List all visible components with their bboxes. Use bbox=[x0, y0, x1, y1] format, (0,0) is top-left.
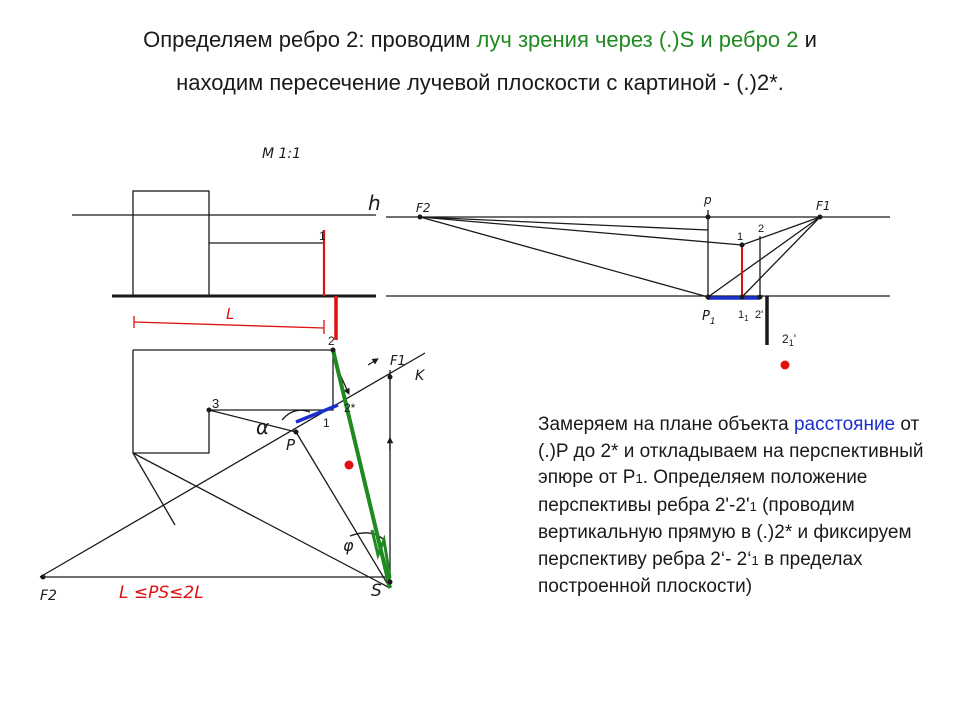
text-part-5: в пределах построенной плоскости) bbox=[538, 548, 863, 598]
explanation-text: Замеряем на плане объекта расстояние от … bbox=[538, 412, 948, 601]
elevation-low-block bbox=[209, 242, 325, 296]
ray-P-S bbox=[295, 431, 391, 589]
persp-F2-label: F2 bbox=[416, 201, 431, 215]
picture-plane-k bbox=[39, 352, 426, 578]
text-part-3: . Определяем положение перспективы ребра… bbox=[538, 467, 868, 516]
plan-view bbox=[39, 349, 426, 589]
ray-F2-P1 bbox=[419, 216, 709, 298]
ray-P1-F1 bbox=[707, 216, 821, 298]
ray-a bbox=[132, 452, 391, 589]
title-part-a: Определяем ребро 2: проводим bbox=[143, 27, 477, 52]
text-part-1: Замеряем на плане объекта bbox=[538, 414, 794, 435]
persp-label-1: 1 bbox=[737, 231, 743, 243]
point-S-label: S bbox=[371, 581, 382, 601]
text-sub-1: 1 bbox=[635, 471, 643, 486]
dimension-L bbox=[133, 316, 325, 334]
ray-1-F1 bbox=[741, 216, 821, 246]
horizon-label: h bbox=[368, 191, 381, 215]
point-F1-label: F1 bbox=[390, 354, 406, 369]
text-blue-word: расстояние bbox=[793, 414, 896, 435]
text-sub-2: 1 bbox=[749, 498, 757, 514]
persp-11-label: 11 bbox=[738, 309, 749, 323]
green-ray-tail bbox=[370, 529, 392, 579]
title-line-2: находим пересечение лучевой плоскости с … bbox=[176, 70, 784, 95]
angle-alpha-arc bbox=[281, 409, 311, 421]
text-sub-3: 1 bbox=[751, 552, 759, 568]
blue-distance-plan bbox=[295, 403, 339, 424]
ray-F2-1 bbox=[419, 216, 743, 246]
title-part-b: и bbox=[798, 27, 817, 52]
red-point-persp bbox=[780, 360, 790, 370]
title-line-1: Определяем ребро 2: проводим луч зрения … bbox=[0, 18, 960, 61]
distance-formula: L ≤PS≤2L bbox=[119, 583, 204, 603]
text-part-2: от (.)P до 2* и откладываем на перспекти… bbox=[538, 414, 924, 488]
slide-title: Определяем ребро 2: проводим луч зрения … bbox=[0, 18, 960, 104]
ray-11-F1 bbox=[741, 216, 821, 298]
elevation-view bbox=[72, 190, 376, 340]
title-green-phrase: луч зрения через (.)S и ребро 2 bbox=[476, 27, 799, 52]
perspective-view bbox=[386, 210, 890, 300]
plan-label-3: 3 bbox=[212, 396, 219, 411]
angle-alpha-label: α bbox=[256, 415, 269, 439]
dimension-L-label: L bbox=[226, 305, 234, 323]
angle-phi-label: φ bbox=[343, 536, 354, 555]
persp-P1-label: P1 bbox=[702, 309, 716, 327]
text-part-4: (проводим вертикальную прямую в (.)2* и … bbox=[538, 494, 912, 570]
point-P-label: P bbox=[286, 436, 296, 454]
red-point-plan bbox=[344, 460, 354, 470]
elevation-label-1: 1 bbox=[319, 229, 326, 243]
plan-label-2: 2 bbox=[328, 334, 335, 348]
elevation-tall-block bbox=[132, 190, 210, 297]
persp-F1-label: F1 bbox=[816, 199, 831, 213]
plan-label-2star: 2* bbox=[344, 401, 356, 415]
ray-F2-top bbox=[419, 216, 709, 231]
point-F2-label: F2 bbox=[40, 588, 57, 604]
label-K: K bbox=[415, 368, 426, 384]
green-sight-ray bbox=[331, 349, 392, 589]
line-3-P bbox=[208, 409, 297, 433]
plan-label-1: 1 bbox=[323, 416, 330, 430]
persp-2prime-label: 2' bbox=[755, 309, 763, 321]
scale-label: М 1:1 bbox=[262, 146, 301, 162]
ray-b bbox=[132, 452, 176, 526]
angle-phi-arc bbox=[349, 532, 385, 541]
plan-outline bbox=[132, 349, 334, 454]
persp-p-label: p bbox=[703, 193, 712, 207]
persp-21prime-label: 21' bbox=[782, 332, 796, 348]
persp-label-2: 2 bbox=[758, 223, 764, 235]
